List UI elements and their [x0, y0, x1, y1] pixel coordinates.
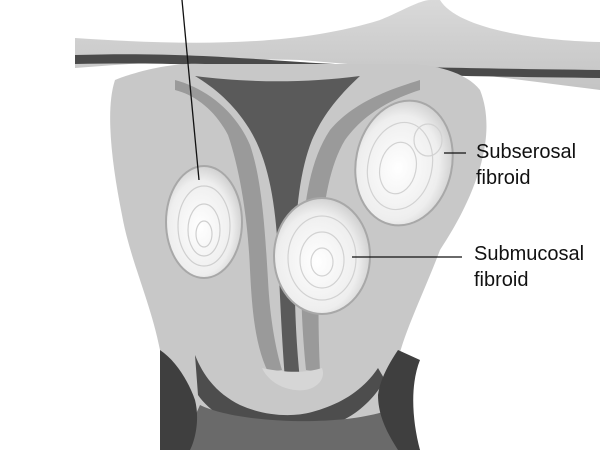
subserosal-label-line1: Subserosal — [476, 141, 577, 163]
submucosal-fibroid — [273, 197, 371, 315]
intramural-fibroid — [165, 165, 243, 279]
submucosal-fibroid-label: Submucosal fibroid — [474, 241, 584, 293]
subserosal-fibroid — [354, 99, 454, 227]
subserosal-fibroid-label: Subserosal fibroid — [476, 139, 576, 191]
cervix-canal — [195, 355, 385, 433]
cervix-tip — [262, 368, 324, 391]
fallopian-tubes — [75, 0, 600, 90]
submucosal-label-line2: fibroid — [474, 269, 529, 291]
subserosal-label-line2: fibroid — [476, 167, 531, 189]
vaginal-canal — [180, 405, 420, 450]
vaginal-wall-right — [378, 350, 420, 450]
uterine-cavity — [195, 76, 360, 380]
vaginal-wall-left — [160, 350, 198, 450]
submucosal-label-line1: Submucosal — [474, 243, 585, 265]
intramural-leader-line — [181, 0, 200, 181]
endometrium-left — [175, 80, 282, 372]
endometrium-right — [301, 80, 420, 372]
